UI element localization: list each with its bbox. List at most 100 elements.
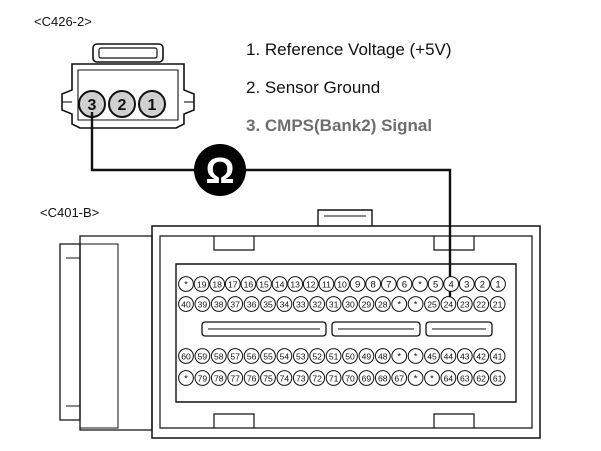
pin-label: 31 bbox=[329, 299, 339, 309]
pin-76: 76 bbox=[243, 370, 260, 386]
pin-59: 59 bbox=[194, 348, 211, 364]
pin-67: 67 bbox=[391, 370, 408, 386]
pin-40: 40 bbox=[178, 296, 194, 312]
pin-25: 25 bbox=[424, 296, 440, 312]
pin-label: * bbox=[414, 373, 418, 384]
pin-label: 69 bbox=[362, 373, 372, 383]
pin-label: 2 bbox=[480, 279, 485, 290]
meter-wiring bbox=[90, 112, 452, 305]
pin-label: 10 bbox=[337, 279, 347, 289]
pin-7: 7 bbox=[380, 276, 397, 292]
pin-16: 16 bbox=[240, 276, 257, 292]
pin-2: 2 bbox=[474, 276, 491, 292]
connector-top-label: <C426-2> bbox=[34, 14, 92, 29]
pin-label: * bbox=[397, 299, 401, 310]
pin-blank: * bbox=[407, 370, 424, 386]
pin-label: * bbox=[430, 373, 434, 384]
pin-label: 17 bbox=[228, 279, 238, 289]
pin-52: 52 bbox=[309, 348, 326, 364]
pin-label: 49 bbox=[362, 351, 372, 361]
pin-label: 38 bbox=[214, 299, 224, 309]
legend-item-1: 1. Reference Voltage (+5V) bbox=[246, 40, 452, 59]
pin-label: 79 bbox=[198, 373, 208, 383]
pin-label: * bbox=[397, 351, 401, 362]
pin-label: 78 bbox=[214, 373, 224, 383]
pin-label: 11 bbox=[322, 279, 331, 289]
pin-label: 29 bbox=[362, 299, 372, 309]
pin-61: 61 bbox=[489, 370, 506, 386]
pin-49: 49 bbox=[358, 348, 375, 364]
pin-label: 63 bbox=[460, 373, 470, 383]
pin-51: 51 bbox=[325, 348, 342, 364]
ohmmeter-icon bbox=[194, 144, 246, 196]
pin-42: 42 bbox=[473, 348, 490, 364]
pin-41: 41 bbox=[489, 348, 506, 364]
pin-68: 68 bbox=[374, 370, 391, 386]
pin-label: 21 bbox=[493, 299, 503, 309]
pin-label: * bbox=[184, 279, 188, 290]
pin-28: 28 bbox=[374, 296, 391, 312]
pin-label: 61 bbox=[493, 373, 503, 383]
pin-label: 6 bbox=[402, 279, 407, 290]
top-pin-label: 1 bbox=[148, 97, 157, 114]
pin-label: 36 bbox=[247, 299, 257, 309]
pin-label: 50 bbox=[345, 351, 355, 361]
pin-74: 74 bbox=[276, 370, 293, 386]
pin-30: 30 bbox=[342, 296, 358, 312]
pin-label: 43 bbox=[460, 351, 470, 361]
pin-22: 22 bbox=[473, 296, 490, 312]
pin-label: 28 bbox=[378, 299, 388, 309]
pin-label: 57 bbox=[230, 351, 240, 361]
connector-bottom-label: <C401-B> bbox=[40, 205, 100, 220]
wire-to-pin-24 bbox=[244, 168, 452, 305]
pin-label: 3 bbox=[464, 279, 469, 290]
pin-72: 72 bbox=[309, 370, 326, 386]
pin-14: 14 bbox=[271, 276, 288, 292]
pin-71: 71 bbox=[325, 370, 342, 386]
pin-label: 44 bbox=[444, 351, 454, 361]
pin-57: 57 bbox=[227, 348, 244, 364]
pin-36: 36 bbox=[243, 296, 260, 312]
pin-label: 73 bbox=[296, 373, 306, 383]
pin-45: 45 bbox=[424, 348, 440, 364]
pin-54: 54 bbox=[276, 348, 293, 364]
pin-55: 55 bbox=[260, 348, 276, 364]
pin-3: 3 bbox=[458, 276, 475, 292]
pin-label: 23 bbox=[460, 299, 470, 309]
pin-label: 52 bbox=[312, 351, 322, 361]
pin-63: 63 bbox=[456, 370, 473, 386]
pin-38: 38 bbox=[210, 296, 227, 312]
pin-32: 32 bbox=[309, 296, 326, 312]
pin-56: 56 bbox=[243, 348, 260, 364]
pin-37: 37 bbox=[227, 296, 244, 312]
pin-label: 33 bbox=[296, 299, 306, 309]
pin-label: 30 bbox=[345, 299, 355, 309]
pin-48: 48 bbox=[374, 348, 391, 364]
pin-24: 24 bbox=[440, 296, 457, 312]
pin-label: 75 bbox=[263, 373, 273, 383]
pin-blank: * bbox=[391, 296, 408, 312]
pin-label: 14 bbox=[275, 279, 285, 289]
pin-5: 5 bbox=[427, 276, 444, 292]
pin-label: 40 bbox=[181, 299, 191, 309]
pin-label: 37 bbox=[230, 299, 240, 309]
pin-label: 68 bbox=[378, 373, 388, 383]
pin-label: 24 bbox=[444, 299, 454, 309]
pin-31: 31 bbox=[325, 296, 342, 312]
pin-label: 25 bbox=[427, 299, 437, 309]
pin-4: 4 bbox=[443, 276, 460, 292]
pin-label: 71 bbox=[329, 373, 339, 383]
pin-label: 54 bbox=[280, 351, 290, 361]
pin-label: 39 bbox=[198, 299, 208, 309]
top-pin-label: 2 bbox=[118, 97, 127, 114]
pin-19: 19 bbox=[193, 276, 210, 292]
pin-75: 75 bbox=[260, 370, 276, 386]
pin-label: 53 bbox=[296, 351, 306, 361]
wire-from-pin-3 bbox=[90, 112, 196, 172]
pin-69: 69 bbox=[358, 370, 375, 386]
pin-60: 60 bbox=[178, 348, 194, 364]
top-pin-2: 2 bbox=[108, 90, 136, 118]
